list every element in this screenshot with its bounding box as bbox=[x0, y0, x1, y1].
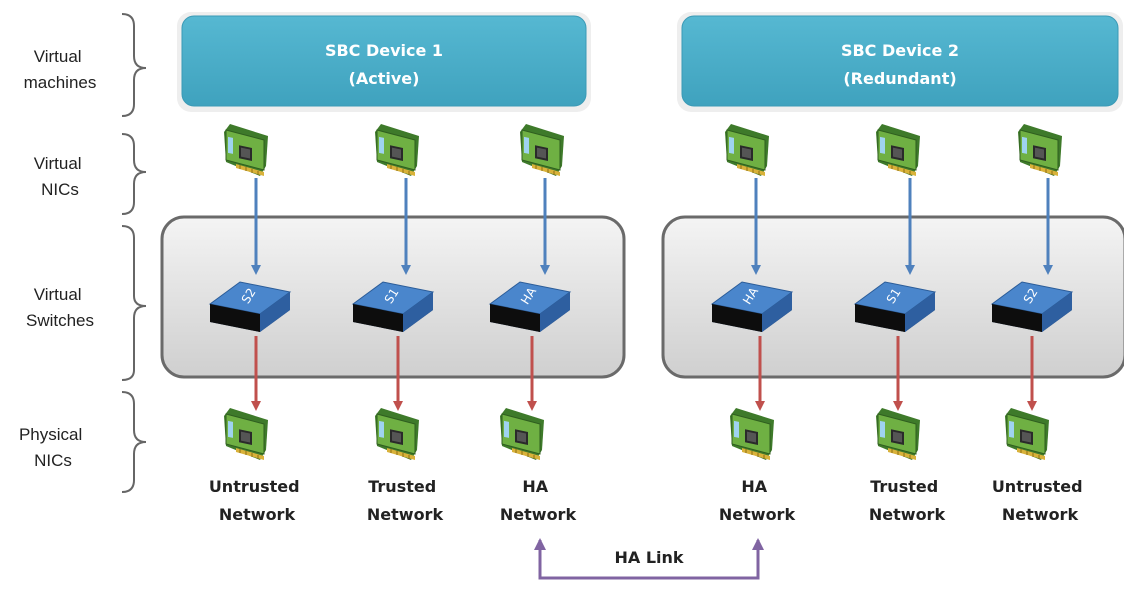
network-label-d2-untrusted: Untrusted Network bbox=[992, 477, 1088, 524]
switch-to-pnic-arrows bbox=[251, 336, 1037, 411]
switch-d2-ha: HA bbox=[711, 281, 793, 333]
network-label-d2-trusted: Trusted Network bbox=[869, 477, 946, 524]
network-card-icon bbox=[374, 123, 420, 177]
layer-label-vswitch: Virtual Switches bbox=[26, 285, 94, 330]
vnic-to-switch-arrows bbox=[251, 178, 1053, 275]
network-card-icon bbox=[875, 407, 921, 461]
network-card-icon bbox=[729, 407, 775, 461]
switch-label: S2 bbox=[1021, 286, 1041, 306]
device-2-title: SBC Device 2 bbox=[841, 41, 959, 60]
network-label-d1-trusted: Trusted Network bbox=[367, 477, 444, 524]
network-card-icon bbox=[724, 123, 770, 177]
switch-d2-s1: S1 bbox=[854, 281, 936, 333]
network-card-icon bbox=[374, 407, 420, 461]
bracket-vm bbox=[121, 13, 147, 117]
switch-d1-s1: S1 bbox=[352, 281, 434, 333]
switch-d2-s2: S2 bbox=[991, 281, 1073, 333]
device-1-subtitle: (Active) bbox=[349, 69, 420, 88]
network-label-d2-ha: HA Network bbox=[719, 477, 796, 524]
layer-label-vm: Virtual machines bbox=[24, 47, 97, 92]
bracket-pnic bbox=[121, 391, 147, 493]
network-card-icon bbox=[223, 123, 269, 177]
switch-label: S2 bbox=[239, 286, 259, 306]
ha-link-label: HA Link bbox=[614, 548, 683, 567]
switch-label: S1 bbox=[884, 286, 904, 306]
network-card-icon bbox=[875, 123, 921, 177]
bracket-vnic bbox=[121, 133, 147, 215]
ha-link: HA Link bbox=[534, 538, 764, 580]
layer-label-vnic: Virtual NICs bbox=[34, 154, 87, 199]
network-card-icon bbox=[223, 407, 269, 461]
network-label-d1-untrusted: Untrusted Network bbox=[209, 477, 305, 524]
virtual-nics bbox=[223, 123, 1063, 177]
switch-d1-s2: S2 bbox=[209, 281, 291, 333]
device-1-title: SBC Device 1 bbox=[325, 41, 443, 60]
network-card-icon bbox=[1004, 407, 1050, 461]
physical-nics bbox=[223, 407, 1050, 461]
network-card-icon bbox=[1017, 123, 1063, 177]
vm-device-2: SBC Device 2 (Redundant) bbox=[677, 12, 1123, 112]
network-card-icon bbox=[519, 123, 565, 177]
switch-label: S1 bbox=[382, 286, 402, 306]
vm-device-1: SBC Device 1 (Active) bbox=[177, 12, 591, 112]
network-card-icon bbox=[499, 407, 545, 461]
layer-label-pnic: Physical NICs bbox=[19, 425, 87, 470]
device-2-subtitle: (Redundant) bbox=[843, 69, 956, 88]
bracket-vswitch bbox=[121, 225, 147, 381]
network-label-d1-ha: HA Network bbox=[500, 477, 577, 524]
switch-d1-ha: HA bbox=[489, 281, 571, 333]
layer-brackets bbox=[121, 13, 147, 493]
